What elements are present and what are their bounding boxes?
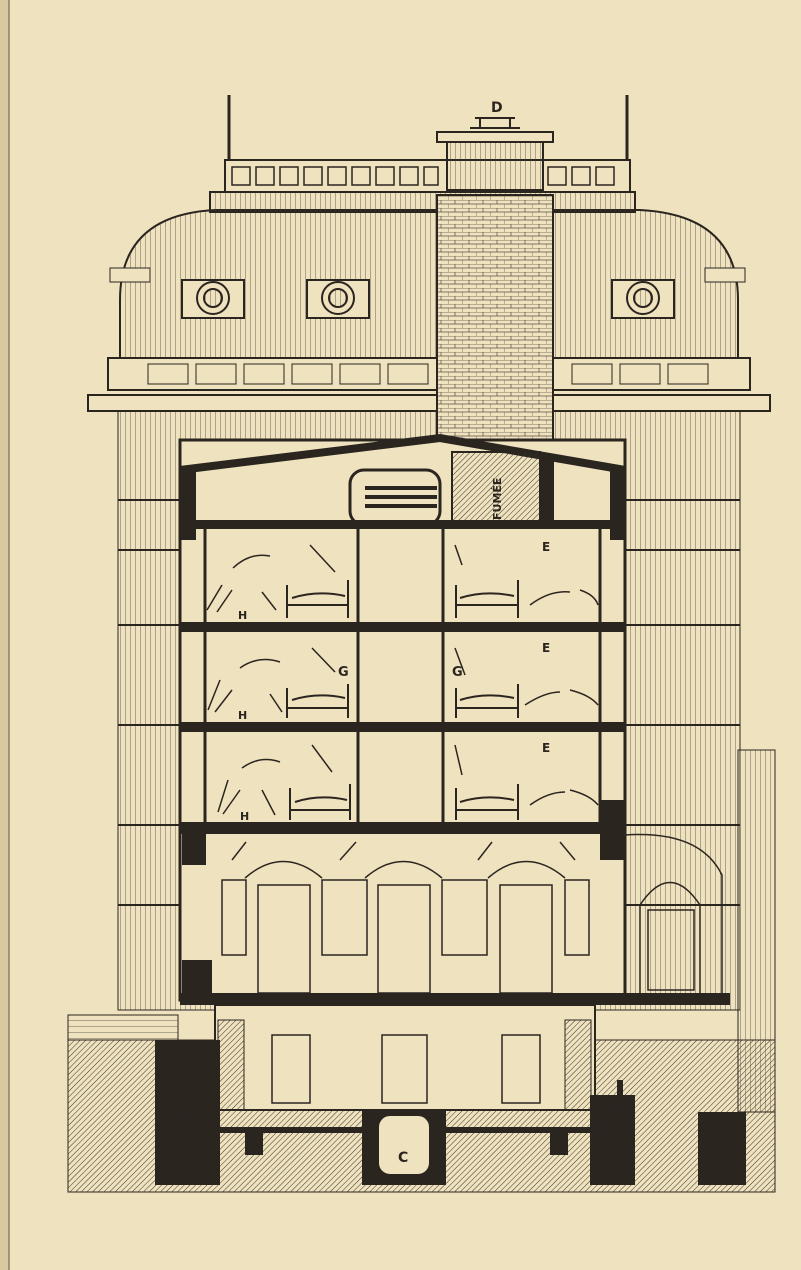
attic-roof — [179, 433, 626, 474]
label-g-left: G — [338, 665, 349, 680]
label-h-top: H — [238, 609, 247, 622]
roof-railing — [209, 191, 636, 213]
label-fumee: FUMÉE — [491, 478, 504, 520]
label-e-middle: E — [542, 641, 550, 655]
floor-slabs — [180, 470, 730, 1005]
chimney-shaft — [436, 194, 554, 456]
label-e-bottom: E — [542, 741, 550, 755]
right-wing — [737, 749, 776, 1113]
cornice — [87, 394, 771, 412]
label-g-right: G — [452, 665, 463, 680]
beds — [286, 580, 519, 820]
label-c: C — [398, 1150, 408, 1166]
page-edge — [0, 0, 9, 1270]
label-h-middle: H — [238, 709, 247, 722]
boiler — [377, 1114, 431, 1176]
dormer-windows — [181, 279, 675, 319]
central-shaft-walls — [203, 529, 602, 822]
label-h-bottom: H — [240, 810, 249, 823]
ground-floor-doors — [221, 833, 723, 995]
chimney-cap — [446, 139, 544, 191]
label-e-top: E — [542, 540, 550, 554]
balustrade-ornaments — [147, 363, 709, 385]
label-d: D — [491, 100, 503, 116]
